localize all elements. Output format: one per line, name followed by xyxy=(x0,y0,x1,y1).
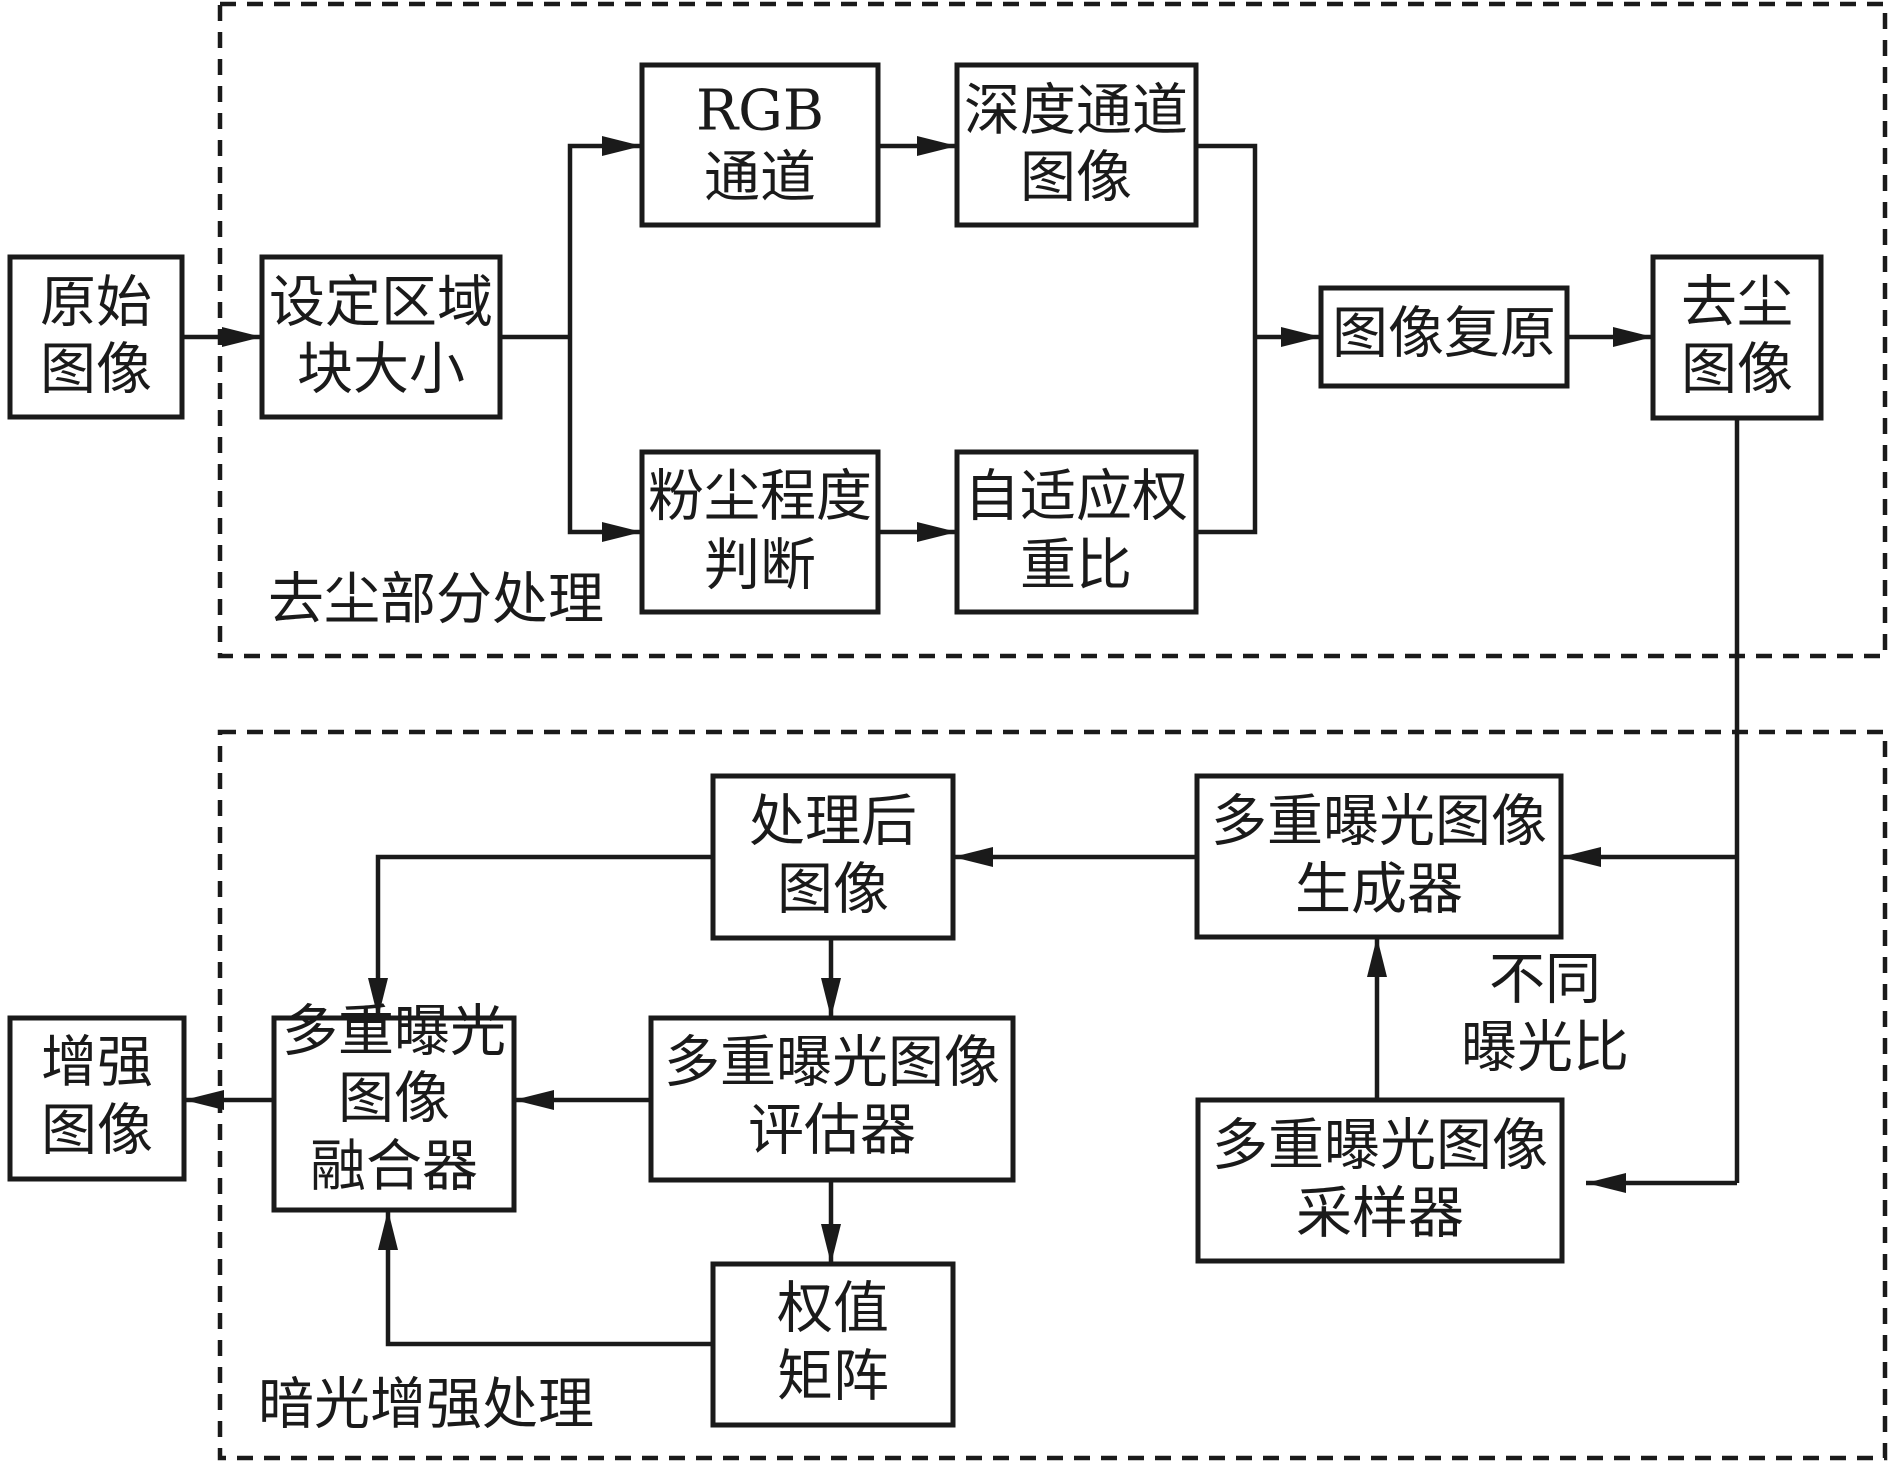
node-exposure-sampler: 多重曝光图像 采样器 xyxy=(1195,1097,1565,1264)
svg-text:图像: 图像 xyxy=(41,1099,153,1164)
arrow-split-to-rgb xyxy=(567,136,642,337)
svg-text:深度通道: 深度通道 xyxy=(964,79,1188,144)
node-exposure-evaluator: 多重曝光图像 评估器 xyxy=(648,1015,1016,1183)
wire-depth-merge xyxy=(1196,143,1258,337)
svg-text:图像: 图像 xyxy=(777,858,889,923)
svg-text:生成器: 生成器 xyxy=(1295,858,1463,923)
svg-text:自适应权: 自适应权 xyxy=(964,465,1188,530)
node-original-image: 原始 图像 xyxy=(7,254,185,420)
node-exposure-fuser: 多重曝光 图像 融合器 xyxy=(271,1000,517,1213)
node-depth-channel-image: 深度通道 图像 xyxy=(954,62,1199,228)
node-dedusted-image: 去尘 图像 xyxy=(1650,254,1824,421)
svg-text:图像: 图像 xyxy=(1681,338,1793,403)
node-exposure-generator: 多重曝光图像 生成器 xyxy=(1194,773,1564,940)
wire-adaptive-merge xyxy=(1196,337,1258,535)
lowlight-connectors xyxy=(184,418,1740,1347)
svg-text:权值: 权值 xyxy=(777,1277,889,1342)
svg-text:图像复原: 图像复原 xyxy=(1332,302,1556,367)
dedust-group-label: 去尘部分处理 xyxy=(268,568,604,633)
svg-text:增强: 增强 xyxy=(41,1031,153,1096)
svg-text:采样器: 采样器 xyxy=(1296,1182,1464,1247)
lowlight-group-frame xyxy=(217,729,1888,1461)
node-dust-level-judge: 粉尘程度 判断 xyxy=(639,449,881,615)
node-adaptive-weight-ratio: 自适应权 重比 xyxy=(954,449,1199,615)
svg-text:图像: 图像 xyxy=(338,1067,450,1132)
arrow-weight-to-fuser xyxy=(378,1210,713,1347)
svg-text:图像: 图像 xyxy=(40,338,152,403)
svg-text:处理后: 处理后 xyxy=(749,790,917,855)
dedust-connectors xyxy=(182,136,1653,542)
svg-text:设定区域: 设定区域 xyxy=(269,271,493,336)
svg-text:多重曝光: 多重曝光 xyxy=(282,1000,506,1065)
svg-text:RGB: RGB xyxy=(696,79,824,144)
svg-text:矩阵: 矩阵 xyxy=(777,1345,889,1410)
svg-text:多重曝光图像: 多重曝光图像 xyxy=(1212,1114,1548,1179)
svg-text:去尘: 去尘 xyxy=(1681,271,1793,336)
arrow-processed-to-fuser xyxy=(368,854,713,1018)
node-processed-image: 处理后 图像 xyxy=(710,773,956,941)
svg-text:块大小: 块大小 xyxy=(297,338,465,403)
svg-text:曝光比: 曝光比 xyxy=(1461,1016,1629,1081)
dedust-group-frame xyxy=(217,1,1888,659)
svg-text:多重曝光图像: 多重曝光图像 xyxy=(664,1031,1000,1096)
node-image-restoration: 图像复原 xyxy=(1318,285,1570,389)
svg-text:图像: 图像 xyxy=(1020,146,1132,211)
svg-text:通道: 通道 xyxy=(704,146,816,211)
svg-text:粉尘程度: 粉尘程度 xyxy=(648,465,872,530)
lowlight-group-label: 暗光增强处理 xyxy=(258,1373,594,1438)
svg-text:融合器: 融合器 xyxy=(310,1135,478,1200)
svg-text:判断: 判断 xyxy=(704,534,816,599)
node-weight-matrix: 权值 矩阵 xyxy=(710,1261,956,1428)
svg-text:原始: 原始 xyxy=(40,271,152,336)
svg-text:多重曝光图像: 多重曝光图像 xyxy=(1211,790,1547,855)
node-set-block-size: 设定区域 块大小 xyxy=(259,254,503,420)
arrow-split-to-dust xyxy=(567,337,642,542)
exposure-ratio-annotation: 不同 曝光比 xyxy=(1461,948,1629,1081)
svg-text:重比: 重比 xyxy=(1020,534,1132,599)
svg-text:不同: 不同 xyxy=(1489,948,1601,1013)
node-rgb-channel: RGB 通道 xyxy=(639,62,881,228)
svg-text:评估器: 评估器 xyxy=(748,1099,916,1164)
node-enhanced-image: 增强 图像 xyxy=(7,1015,187,1182)
